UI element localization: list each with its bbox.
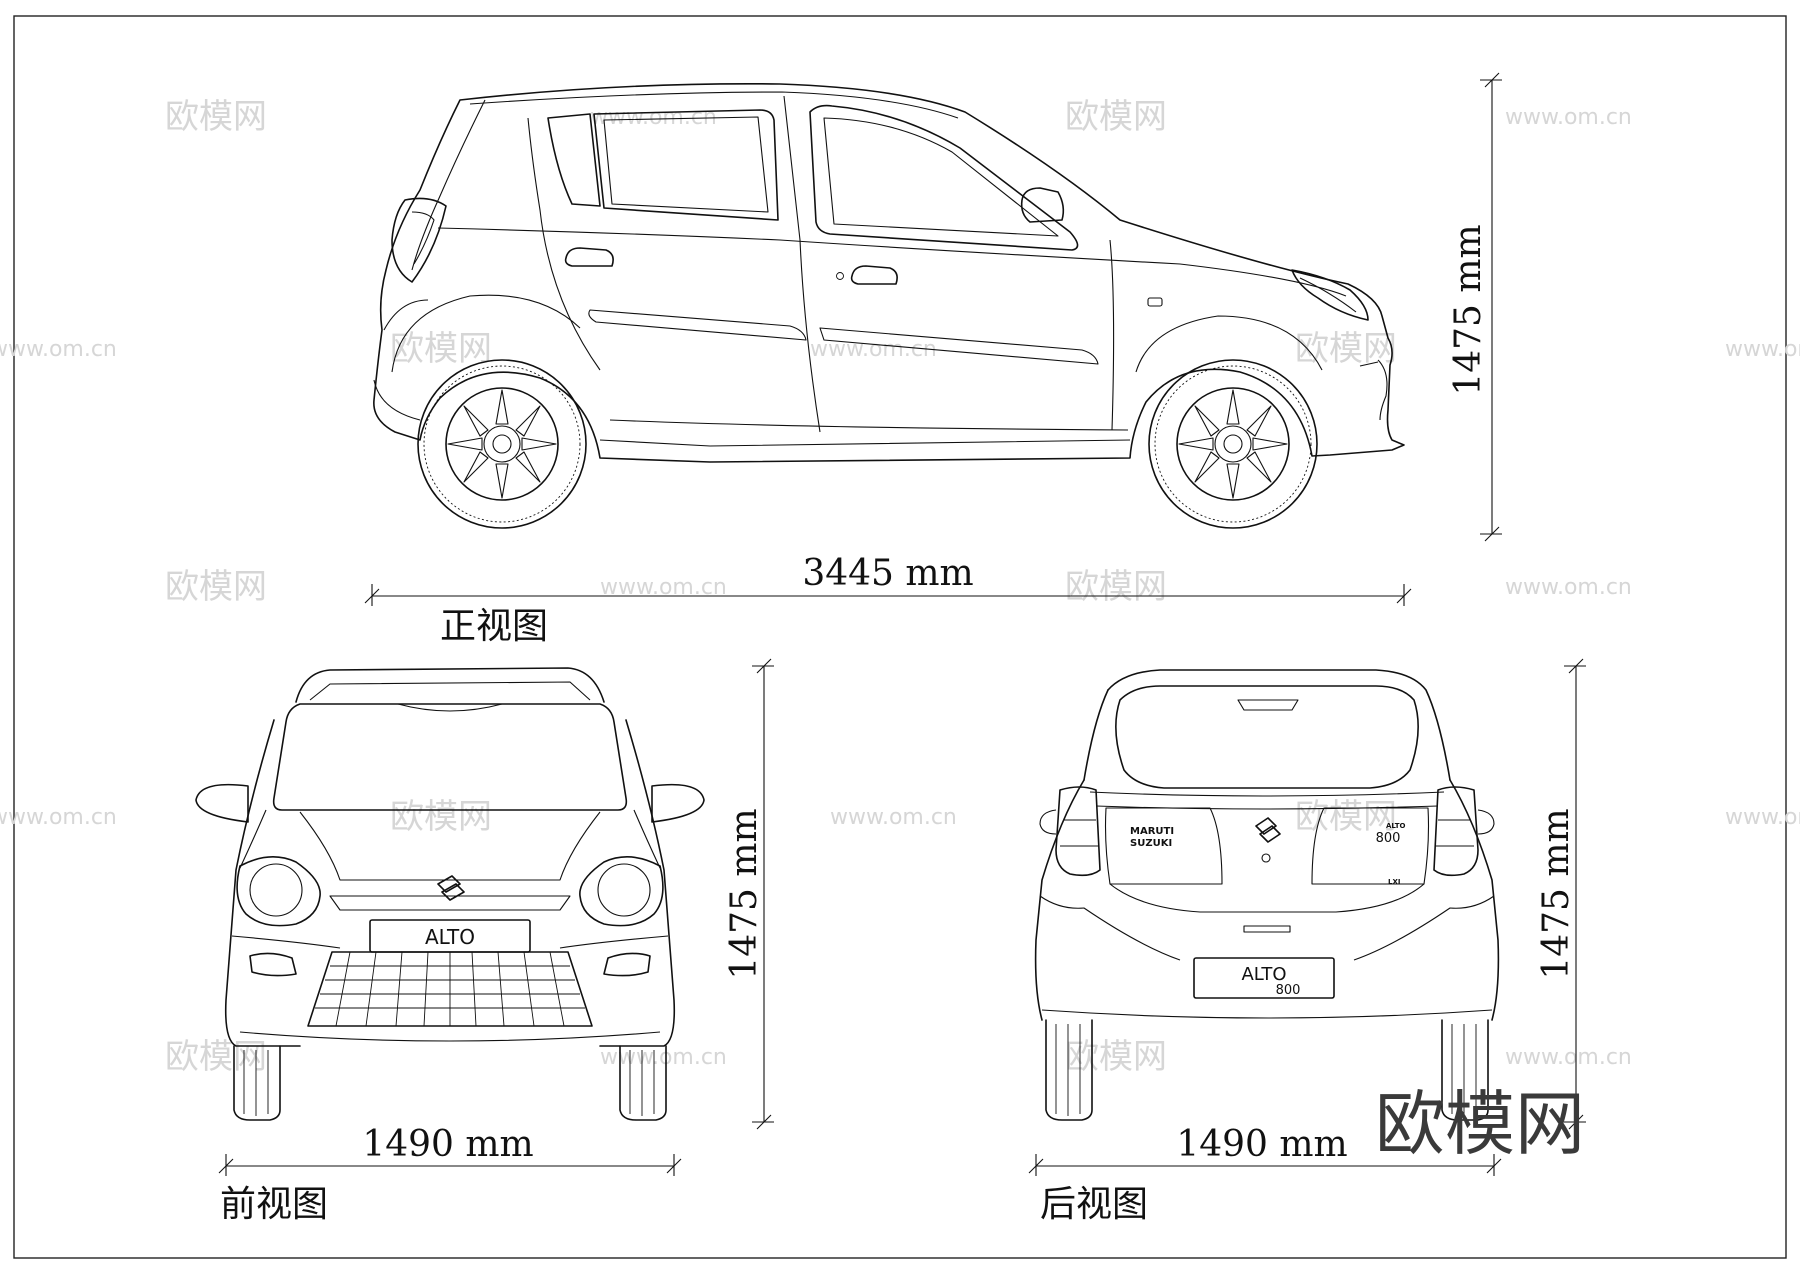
rear-view-caption: 后视图 xyxy=(1040,1184,1148,1225)
rear-height-label: 1475 mm xyxy=(1536,808,1577,979)
watermark-url: www.om.cn xyxy=(1725,337,1800,362)
rear-width-label: 1490 mm xyxy=(1176,1124,1347,1165)
front-width-dimension: 1490 mm xyxy=(218,1124,682,1176)
watermark-url: www.om.cn xyxy=(830,805,957,830)
front-wheel xyxy=(1148,359,1318,529)
brand-watermark: 欧模网 xyxy=(1375,1083,1585,1165)
watermark-brand: 欧模网 xyxy=(1295,329,1397,369)
watermark-brand: 欧模网 xyxy=(1065,1037,1167,1077)
watermark-brand: 欧模网 xyxy=(1295,797,1397,837)
watermark-brand: 欧模网 xyxy=(390,329,492,369)
rear-badge-trim: LXI xyxy=(1388,878,1400,886)
rear-license-plate xyxy=(1193,957,1335,999)
watermark-brand: 欧模网 xyxy=(390,797,492,837)
watermark-url: www.om.cn xyxy=(1505,575,1632,600)
rear-badge-800: 800 xyxy=(1376,831,1401,846)
rear-plate-text-1: ALTO xyxy=(1241,964,1286,985)
side-length-label: 3445 mm xyxy=(802,553,973,594)
watermark-brand: 欧模网 xyxy=(1065,567,1167,607)
front-height-dimension: 1475 mm xyxy=(724,658,774,1130)
rear-badge-maker-1: MARUTI xyxy=(1130,826,1174,837)
side-view-car xyxy=(373,83,1405,529)
watermark-url: www.om.cn xyxy=(600,1045,727,1070)
watermark-url: www.om.cn xyxy=(1505,1045,1632,1070)
rear-badge-alto-small: ALTO xyxy=(1386,822,1405,830)
watermark-brand: 欧模网 xyxy=(1065,97,1167,137)
rear-badge-maker-2: SUZUKI xyxy=(1130,838,1172,849)
side-height-dimension: 1475 mm xyxy=(1448,72,1502,542)
watermark-layer: 欧模网 欧模网 www.om.cn www.om.cn www.om.cn 欧模… xyxy=(0,97,1800,1077)
front-height-label: 1475 mm xyxy=(724,808,765,979)
rear-view-car: MARUTI SUZUKI ALTO 800 LXI ALTO 800 xyxy=(1034,669,1500,1121)
watermark-brand: 欧模网 xyxy=(165,567,267,607)
side-view-caption: 正视图 xyxy=(440,606,548,647)
front-view-caption: 前视图 xyxy=(220,1184,328,1225)
rear-width-dimension: 1490 mm xyxy=(1028,1124,1502,1176)
watermark-url: www.om.cn xyxy=(0,805,117,830)
drawing-frame xyxy=(13,15,1787,1259)
watermark-url: www.om.cn xyxy=(0,337,117,362)
front-width-label: 1490 mm xyxy=(362,1124,533,1165)
side-height-label: 1475 mm xyxy=(1448,224,1489,395)
rear-height-dimension: 1475 mm xyxy=(1536,658,1586,1130)
watermark-url: www.om.cn xyxy=(1505,105,1632,130)
front-view-car: ALTO xyxy=(195,667,705,1121)
side-length-dimension: 3445 mm xyxy=(364,553,1412,606)
watermark-brand: 欧模网 xyxy=(165,1037,267,1077)
rear-wheel xyxy=(417,359,587,529)
front-plate-text: ALTO xyxy=(425,925,475,949)
watermark-url: www.om.cn xyxy=(590,105,717,130)
watermark-brand: 欧模网 xyxy=(165,97,267,137)
watermark-url: www.om.cn xyxy=(1725,805,1800,830)
rear-plate-text-2: 800 xyxy=(1276,983,1301,998)
